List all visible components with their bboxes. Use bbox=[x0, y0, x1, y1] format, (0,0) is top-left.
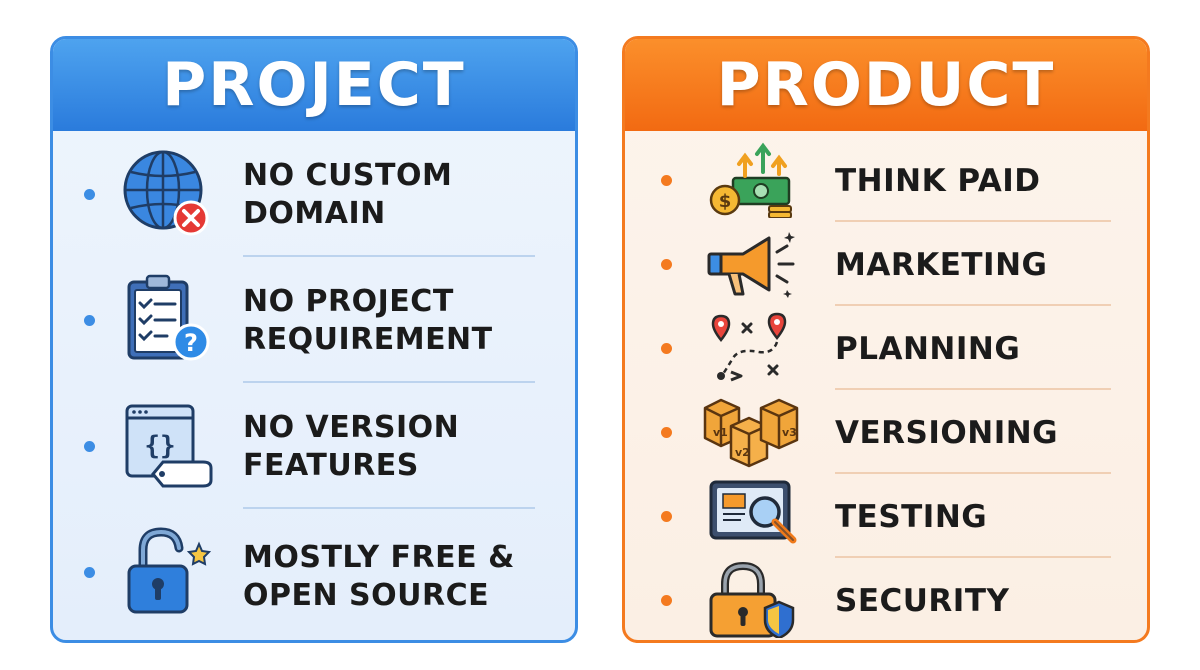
project-item-free-open-source: MOSTLY FREE & OPEN SOURCE bbox=[53, 509, 575, 635]
project-item-version-features: {} NO VERSION FEATURES bbox=[53, 383, 575, 509]
project-panel: PROJECT NO CUSTOM DOMAIN bbox=[50, 36, 578, 643]
clipboard-question-icon: ? bbox=[127, 274, 210, 361]
svg-text:v1: v1 bbox=[713, 426, 728, 439]
product-item-think-paid: $ THINK PAID bbox=[625, 138, 1147, 222]
product-panel: PRODUCT $ THINK PAID MARKETING bbox=[622, 36, 1150, 643]
bullet-dot bbox=[84, 188, 95, 200]
padlock-shield-icon bbox=[709, 562, 795, 638]
globe-error-icon bbox=[123, 150, 209, 236]
bullet-dot bbox=[84, 440, 95, 452]
product-item-label: TESTING bbox=[835, 499, 988, 535]
version-boxes-icon: v1 v2 v3 bbox=[703, 398, 799, 468]
project-item-custom-domain: NO CUSTOM DOMAIN bbox=[53, 131, 575, 257]
megaphone-icon bbox=[707, 232, 795, 298]
product-item-planning: PLANNING bbox=[625, 306, 1147, 390]
product-item-versioning: v1 v2 v3 VERSIONING bbox=[625, 390, 1147, 474]
row-divider bbox=[243, 381, 535, 383]
project-item-label: MOSTLY FREE & OPEN SOURCE bbox=[243, 540, 515, 613]
project-item-label: NO PROJECT REQUIREMENT bbox=[243, 284, 493, 357]
bullet-dot bbox=[661, 426, 672, 438]
magnifier-screen-icon bbox=[709, 480, 797, 544]
unlocked-padlock-icon bbox=[127, 527, 212, 614]
product-item-security: SECURITY bbox=[625, 558, 1147, 640]
product-item-testing: TESTING bbox=[625, 474, 1147, 558]
product-item-label: MARKETING bbox=[835, 247, 1048, 283]
bullet-dot bbox=[84, 314, 95, 326]
product-item-label: VERSIONING bbox=[835, 415, 1059, 451]
svg-text:$: $ bbox=[719, 191, 732, 212]
svg-text:?: ? bbox=[184, 329, 198, 357]
money-growth-icon: $ bbox=[709, 142, 792, 218]
bullet-dot bbox=[661, 510, 672, 522]
svg-text:v3: v3 bbox=[782, 426, 797, 439]
project-title: PROJECT bbox=[53, 39, 575, 131]
project-item-label: NO CUSTOM DOMAIN bbox=[243, 158, 453, 231]
product-title: PRODUCT bbox=[625, 39, 1147, 131]
row-divider bbox=[835, 556, 1111, 558]
route-map-icon bbox=[711, 312, 787, 382]
bullet-dot bbox=[661, 174, 672, 186]
code-window-tag-icon: {} bbox=[125, 404, 213, 488]
product-item-marketing: MARKETING bbox=[625, 222, 1147, 306]
project-item-project-requirement: ? NO PROJECT REQUIREMENT bbox=[53, 257, 575, 383]
bullet-dot bbox=[661, 342, 672, 354]
bullet-dot bbox=[84, 566, 95, 578]
svg-text:{}: {} bbox=[144, 431, 175, 461]
product-item-label: THINK PAID bbox=[835, 163, 1041, 199]
row-divider bbox=[835, 388, 1111, 390]
product-item-label: PLANNING bbox=[835, 331, 1021, 367]
product-item-label: SECURITY bbox=[835, 583, 1010, 619]
row-divider bbox=[243, 255, 535, 257]
row-divider bbox=[835, 304, 1111, 306]
row-divider bbox=[835, 220, 1111, 222]
bullet-dot bbox=[661, 258, 672, 270]
bullet-dot bbox=[661, 594, 672, 606]
project-item-label: NO VERSION FEATURES bbox=[243, 410, 460, 483]
row-divider bbox=[243, 507, 535, 509]
svg-text:v2: v2 bbox=[735, 446, 750, 459]
row-divider bbox=[835, 472, 1111, 474]
